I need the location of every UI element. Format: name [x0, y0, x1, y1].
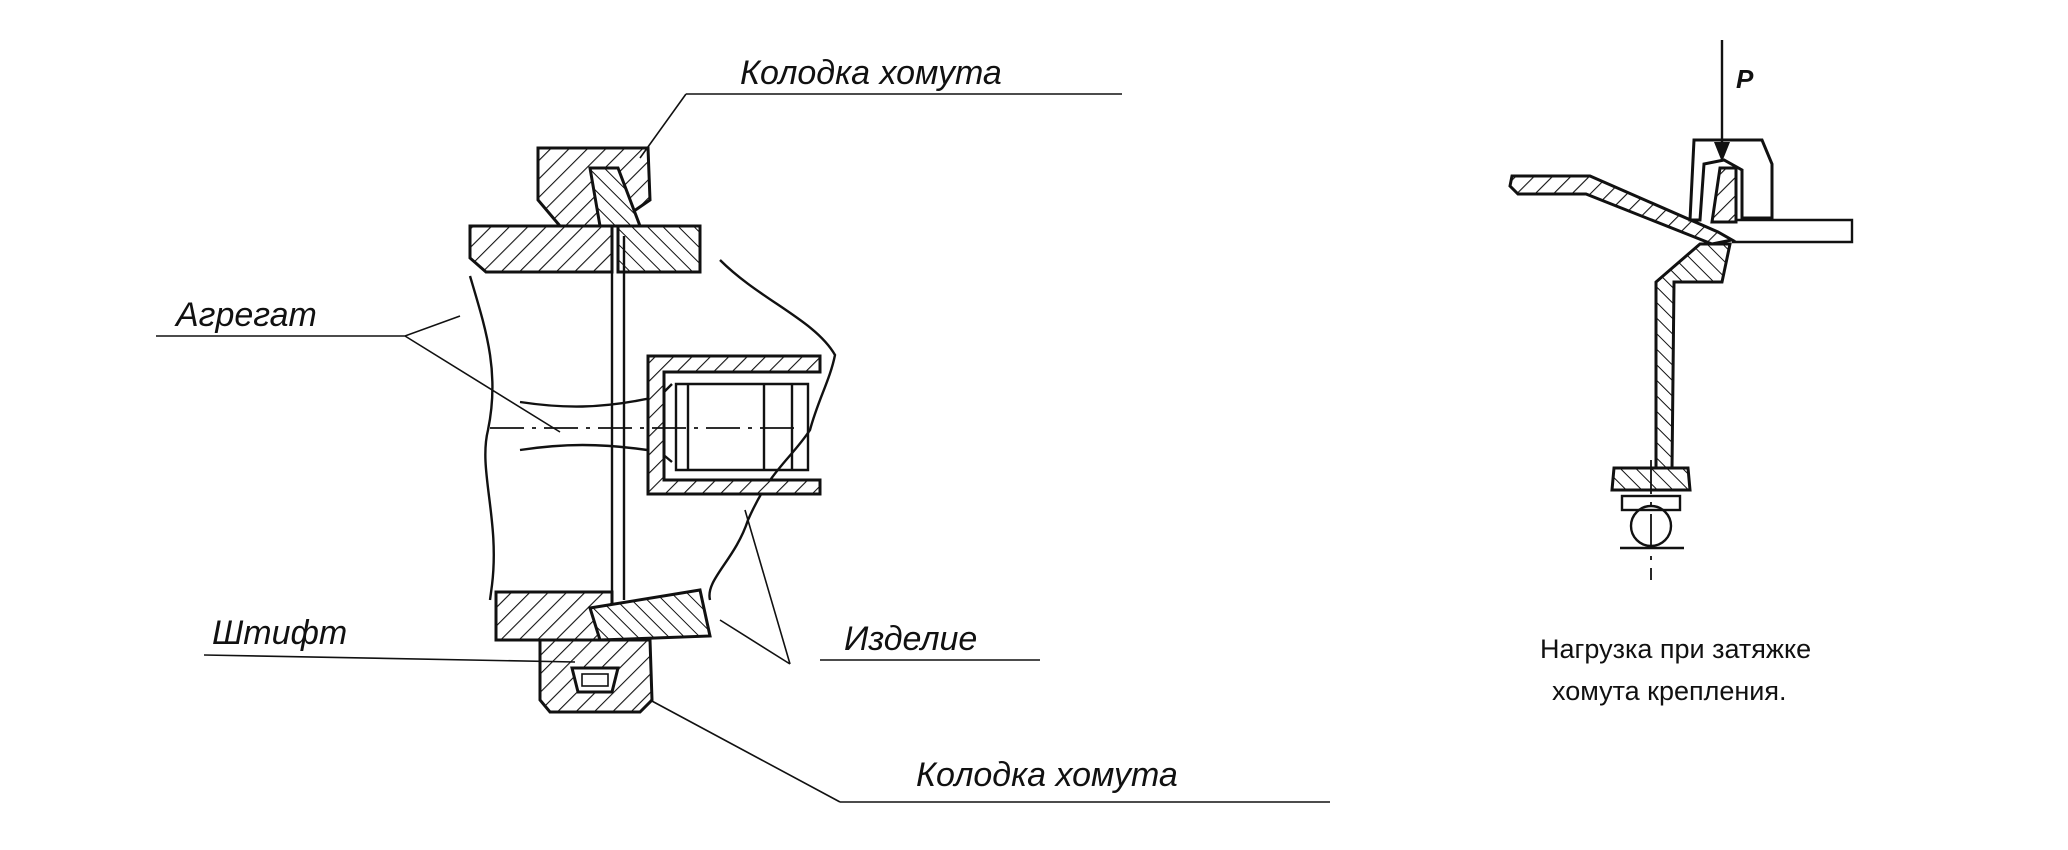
label-shoe-bottom: Колодка хомута [916, 756, 1178, 794]
leader-unit [156, 315, 561, 433]
top-flange-right [616, 224, 702, 274]
bottom-flange-right [588, 588, 712, 642]
leader-pin [203, 654, 576, 663]
base-plate [1732, 218, 1854, 244]
top-flange [468, 224, 614, 274]
caption-line-1: Нагрузка при затяжке [1540, 634, 1811, 664]
leader-shoe-bottom [649, 699, 1330, 803]
leader-shoe-top [639, 93, 1122, 159]
label-pin: Штифт [212, 614, 347, 652]
force-label: P [1736, 64, 1754, 94]
vertical-rib [1654, 242, 1732, 472]
bearing-plate [1620, 494, 1682, 512]
top-shoe-wedge [588, 166, 643, 228]
unit-body-outline [468, 259, 837, 601]
leader-product [719, 509, 1040, 665]
label-unit: Агрегат [174, 296, 317, 334]
section-view: Колодка хомута Агрегат Штифт Изделие Кол… [156, 54, 1330, 803]
product-fitting [646, 354, 822, 496]
force-arrow-head [1714, 142, 1730, 162]
right-clamp-shoe [1688, 138, 1774, 222]
load-diagram: P Нагрузка при затяжке хомута крепления. [1508, 40, 1854, 706]
label-product: Изделие [844, 620, 977, 658]
pin [570, 666, 620, 694]
caption-line-2: хомута крепления. [1552, 676, 1787, 706]
right-shoe-wedge [1710, 166, 1738, 224]
label-shoe-top: Колодка хомута [740, 54, 1002, 92]
fitting-bore [674, 382, 810, 472]
pin-slot [581, 673, 609, 687]
